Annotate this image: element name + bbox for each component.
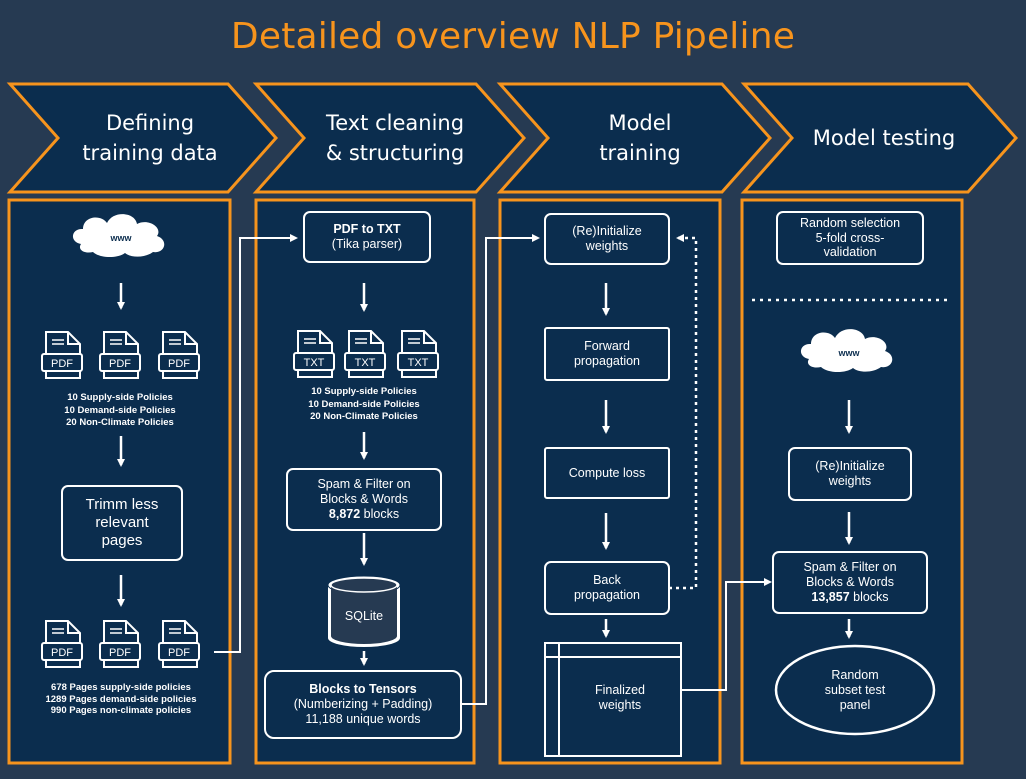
pdf-to-txt-box: PDF to TXT (Tika parser) bbox=[303, 211, 431, 263]
stage-chevron-3 bbox=[496, 82, 773, 194]
file-icon: PDF bbox=[99, 620, 141, 668]
page-title: Detailed overview NLP Pipeline bbox=[230, 16, 796, 57]
trimm-pages-box: Trimm less relevant pages bbox=[61, 485, 183, 561]
file-type-label: PDF bbox=[168, 647, 190, 659]
file-type-label: PDF bbox=[109, 358, 131, 370]
file-icon: TXT bbox=[293, 330, 335, 378]
database-icon: SQLite bbox=[327, 575, 401, 647]
pdf-file-row: PDF PDF PDF bbox=[41, 620, 200, 668]
file-icon: PDF bbox=[158, 331, 200, 379]
spam-filter-box-1: Spam & Filter on Blocks & Words 8,872 bl… bbox=[286, 468, 442, 531]
spam-filter-box-2: Spam & Filter on Blocks & Words 13,857 b… bbox=[772, 551, 928, 614]
init-weights-box-2: (Re)Initialize weights bbox=[788, 447, 912, 501]
column-3 bbox=[498, 198, 722, 765]
column-1 bbox=[7, 198, 232, 765]
file-type-label: PDF bbox=[51, 358, 73, 370]
random-selection-box: Random selection 5-fold cross- validatio… bbox=[776, 211, 924, 265]
connector-col1-col2 bbox=[214, 234, 298, 653]
stage-chevron-2 bbox=[252, 82, 527, 194]
file-type-label: TXT bbox=[408, 357, 429, 369]
feedback-loop-dotted bbox=[669, 234, 698, 590]
stage-label-4: Model testing bbox=[812, 126, 956, 150]
file-icon: TXT bbox=[344, 330, 386, 378]
file-type-label: PDF bbox=[51, 647, 73, 659]
file-icon: PDF bbox=[99, 331, 141, 379]
stage-chevron-1 bbox=[6, 82, 279, 194]
file-icon: PDF bbox=[41, 331, 83, 379]
pages-note: 678 Pages supply-side policies 1289 Page… bbox=[45, 682, 197, 716]
txt-file-row: TXT TXT TXT bbox=[293, 330, 439, 378]
finalized-weights-label: Finalized weights bbox=[594, 683, 646, 712]
file-type-label: PDF bbox=[168, 358, 190, 370]
finalized-weights-frame bbox=[544, 642, 682, 757]
policies-note-1: 10 Supply-side Policies 10 Demand-side P… bbox=[64, 392, 176, 428]
connector-col3-col4 bbox=[681, 578, 772, 691]
forward-propagation-box: Forward propagation bbox=[544, 327, 670, 381]
cloud-icon: www bbox=[72, 214, 165, 258]
random-subset-label: Random subset test panel bbox=[824, 667, 886, 712]
back-propagation-box: Back propagation bbox=[544, 561, 670, 615]
file-icon: TXT bbox=[397, 330, 439, 378]
file-type-label: TXT bbox=[304, 357, 325, 369]
stage-label-2: Text cleaning& structuring bbox=[325, 111, 465, 165]
cloud-label: www bbox=[109, 233, 132, 243]
stage-chevron-4 bbox=[740, 82, 1019, 194]
pdf-file-row: PDF PDF PDF bbox=[41, 331, 200, 379]
init-weights-box-1: (Re)Initialize weights bbox=[544, 213, 670, 265]
random-subset-ellipse bbox=[774, 644, 936, 736]
connector-col2-col3 bbox=[462, 234, 540, 705]
blocks-to-tensors-box: Blocks to Tensors (Numberizing + Padding… bbox=[264, 670, 462, 739]
compute-loss-box: Compute loss bbox=[544, 447, 670, 499]
policies-note-2: 10 Supply-side Policies 10 Demand-side P… bbox=[308, 386, 420, 422]
file-type-label: TXT bbox=[355, 357, 376, 369]
cloud-label: www bbox=[837, 348, 860, 358]
file-icon: PDF bbox=[158, 620, 200, 668]
database-label: SQLite bbox=[345, 609, 383, 623]
file-type-label: PDF bbox=[109, 647, 131, 659]
cloud-icon: www bbox=[800, 329, 893, 373]
file-icon: PDF bbox=[41, 620, 83, 668]
